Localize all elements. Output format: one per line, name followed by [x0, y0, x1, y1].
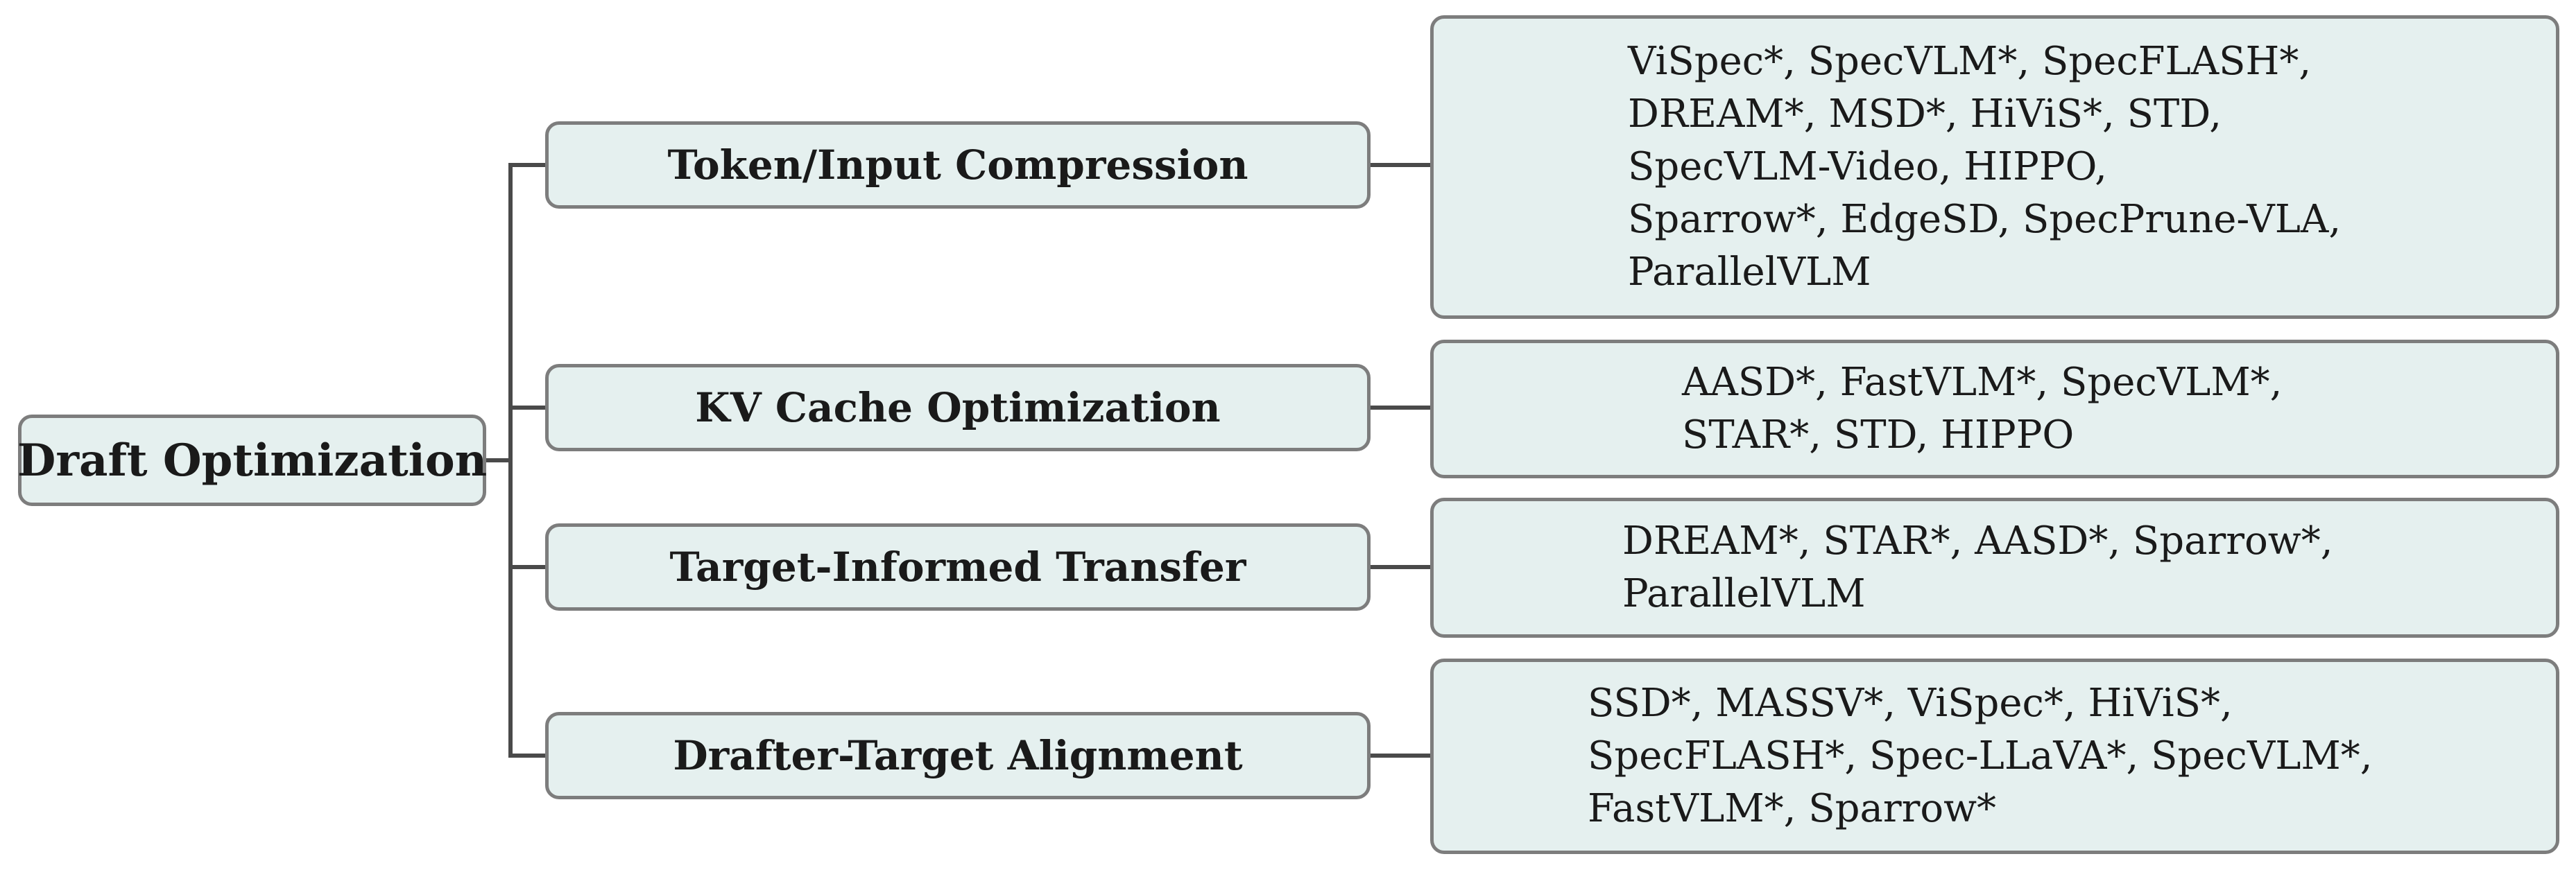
method-line: AASD*, FastVLM*, SpecVLM*, — [1682, 360, 2283, 405]
method-line: ParallelVLM — [1628, 250, 1871, 295]
method-line: ViSpec*, SpecVLM*, SpecFLASH*, — [1628, 39, 2312, 84]
methods-box-target-informed-transfer: DREAM*, STAR*, AASD*, Sparrow*, Parallel… — [1430, 498, 2559, 638]
method-line: FastVLM*, Sparrow* — [1588, 786, 1997, 831]
category-label: KV Cache Optimization — [695, 384, 1221, 431]
method-line: DREAM*, STAR*, AASD*, Sparrow*, — [1622, 519, 2333, 564]
method-line: SpecFLASH*, Spec-LLaVA*, SpecVLM*, — [1588, 733, 2373, 778]
method-line: DREAM*, MSD*, HiViS*, STD, — [1628, 92, 2222, 137]
category-node-kv-cache-optimization: KV Cache Optimization — [545, 364, 1371, 451]
method-line: SSD*, MASSV*, ViSpec*, HiViS*, — [1588, 681, 2233, 726]
category-node-drafter-target-alignment: Drafter-Target Alignment — [545, 712, 1371, 799]
methods-list: ViSpec*, SpecVLM*, SpecFLASH*, DREAM*, M… — [1628, 35, 2341, 299]
category-label: Target-Informed Transfer — [669, 543, 1246, 591]
category-node-token-input-compression: Token/Input Compression — [545, 121, 1371, 209]
methods-list: DREAM*, STAR*, AASD*, Sparrow*, Parallel… — [1622, 515, 2333, 620]
methods-box-drafter-target-alignment: SSD*, MASSV*, ViSpec*, HiViS*, SpecFLASH… — [1430, 659, 2559, 854]
root-node: Draft Optimization — [17, 415, 488, 506]
method-line: SpecVLM-Video, HIPPO, — [1628, 144, 2107, 189]
root-label: Draft Optimization — [17, 434, 488, 487]
category-node-target-informed-transfer: Target-Informed Transfer — [545, 523, 1371, 611]
methods-box-token-input-compression: ViSpec*, SpecVLM*, SpecFLASH*, DREAM*, M… — [1430, 15, 2559, 319]
methods-box-kv-cache-optimization: AASD*, FastVLM*, SpecVLM*, STAR*, STD, H… — [1430, 340, 2559, 478]
methods-list: AASD*, FastVLM*, SpecVLM*, STAR*, STD, H… — [1682, 356, 2282, 462]
method-line: Sparrow*, EdgeSD, SpecPrune-VLA, — [1628, 197, 2342, 242]
category-label: Token/Input Compression — [667, 141, 1248, 189]
method-line: ParallelVLM — [1622, 571, 1866, 616]
category-label: Drafter-Target Alignment — [673, 732, 1243, 779]
method-line: STAR*, STD, HIPPO — [1682, 412, 2075, 458]
methods-list: SSD*, MASSV*, ViSpec*, HiViS*, SpecFLASH… — [1588, 677, 2373, 835]
